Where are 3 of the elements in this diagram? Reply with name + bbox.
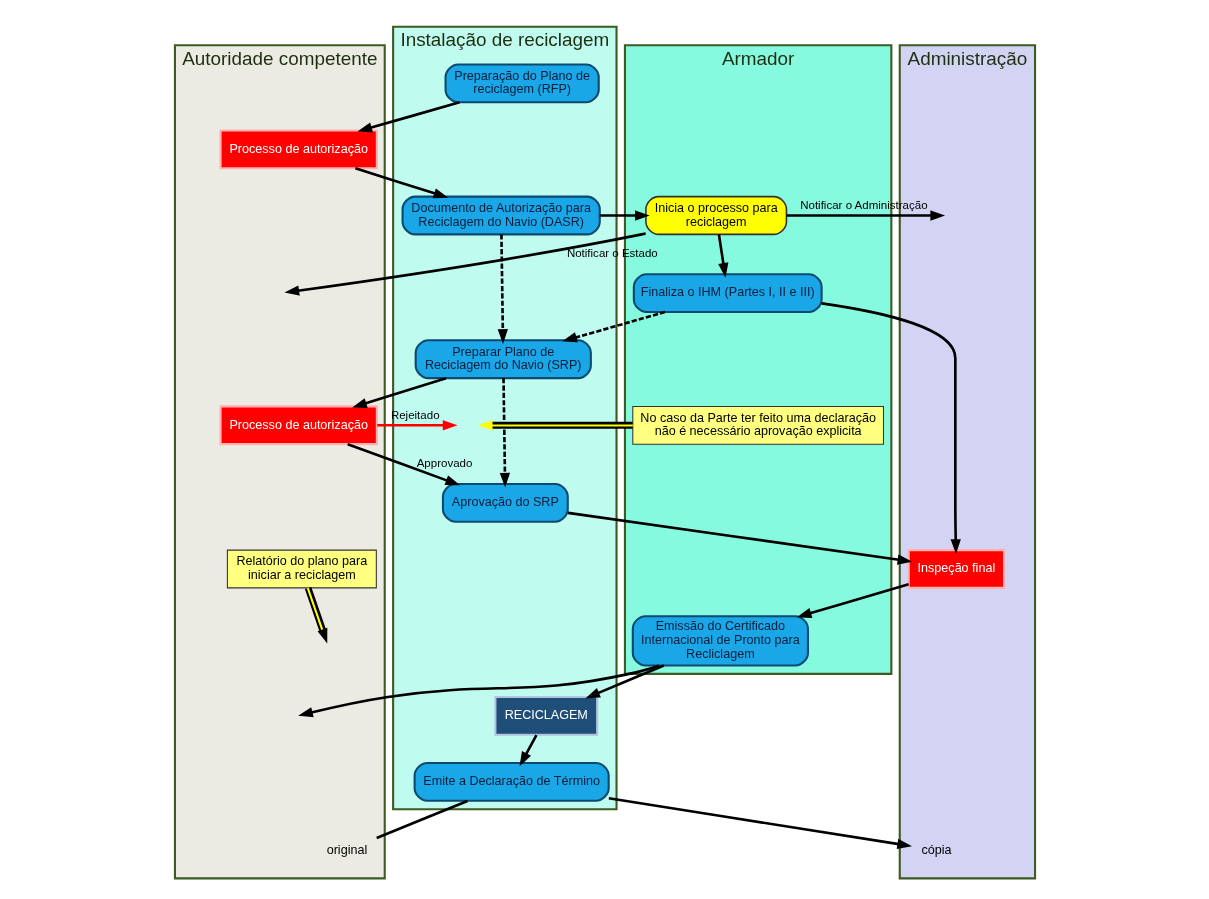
node-text: cópia xyxy=(920,842,951,857)
edge-label: Approvado xyxy=(416,456,472,469)
node-text: original xyxy=(326,842,367,857)
